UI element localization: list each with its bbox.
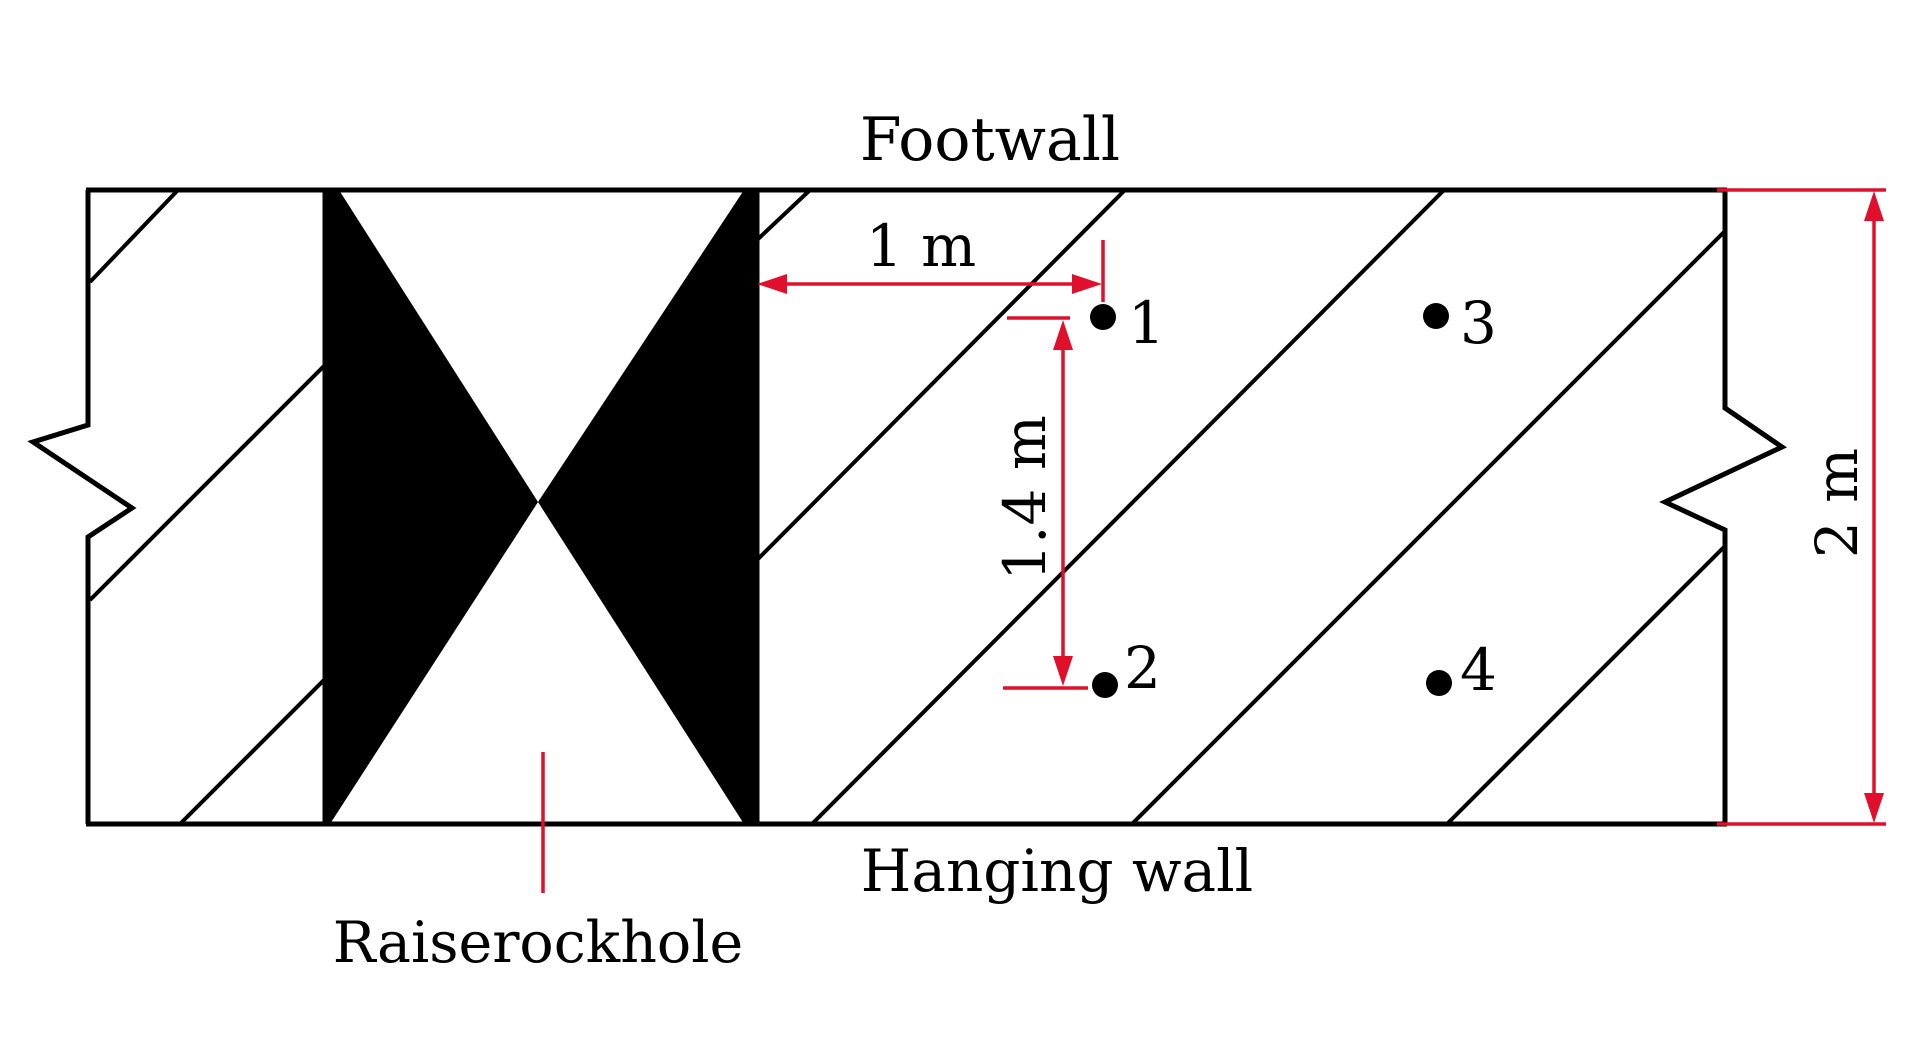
blast-hole-1-label: 1	[1128, 289, 1165, 357]
blast-hole-4	[1426, 670, 1452, 696]
dim-2m-arrow-top	[1864, 191, 1884, 221]
blast-holes	[1090, 303, 1452, 698]
dim-1-4m-arrow-top	[1053, 320, 1073, 350]
blast-hole-3-label: 3	[1460, 289, 1497, 357]
dimension-lines	[541, 188, 1886, 893]
dim-1m-label: 1 m	[866, 212, 976, 280]
raise-rock-hole-label: Raiserockhole	[333, 910, 743, 976]
dim-2m-label: 2 m	[1803, 448, 1871, 558]
dim-1m-arrow-right	[1072, 274, 1102, 294]
blast-hole-2-label: 2	[1124, 634, 1161, 702]
dim-2m-arrow-bottom	[1864, 793, 1884, 823]
dim-1m-arrow-left	[757, 274, 787, 294]
right-break-line	[1659, 190, 1788, 824]
footwall-label: Footwall	[860, 105, 1120, 175]
raise-rock-hole-symbol	[322, 190, 760, 824]
blast-hole-1	[1090, 304, 1116, 330]
stope-outline	[27, 187, 1788, 827]
dim-1-4m-label: 1.4 m	[991, 415, 1059, 581]
blast-hole-4-label: 4	[1460, 636, 1497, 704]
blast-hole-2	[1092, 672, 1118, 698]
hanging-wall-label: Hanging wall	[861, 837, 1253, 905]
blast-hole-3	[1423, 303, 1449, 329]
left-break-line	[27, 190, 137, 824]
hatch-lines-left	[88, 190, 328, 824]
dim-1-4m-arrow-bottom	[1053, 656, 1073, 686]
hatch-lines-right	[757, 190, 1726, 824]
